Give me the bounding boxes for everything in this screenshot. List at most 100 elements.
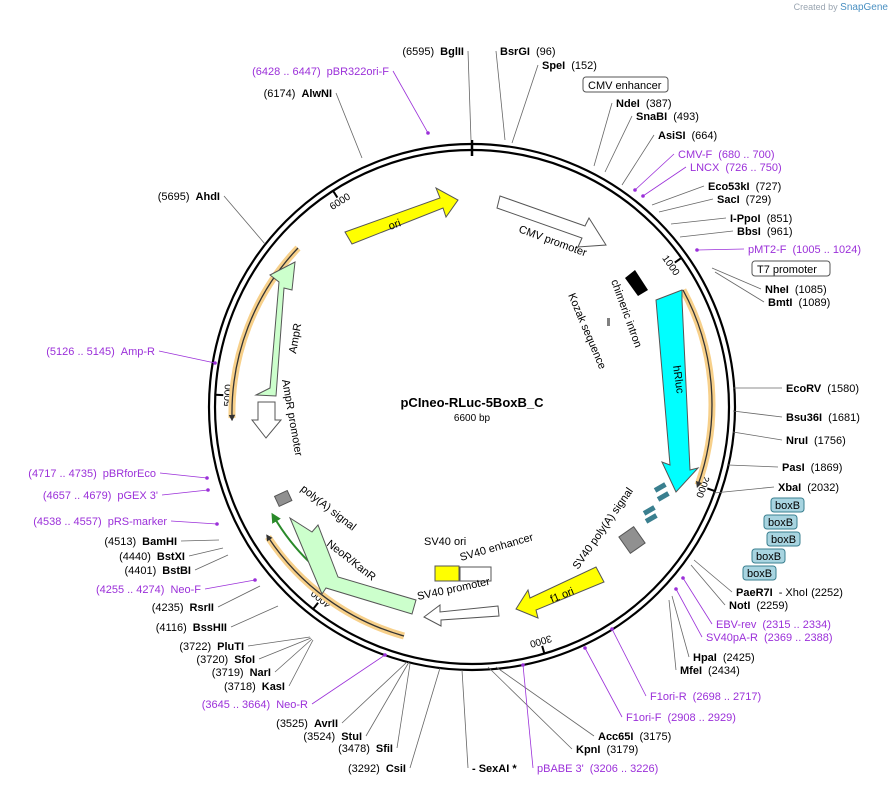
primer-binding-mark bbox=[205, 476, 209, 480]
feature-sv40-enhancer bbox=[459, 566, 492, 582]
boxb-label: boxB bbox=[771, 534, 796, 546]
left-site-label: (3718)KasI bbox=[224, 681, 285, 693]
leader-line bbox=[194, 554, 229, 571]
site-position: (2698 .. 2717) bbox=[693, 691, 762, 703]
right-site-label: HpaI(2425) bbox=[693, 652, 755, 664]
leader-line bbox=[668, 599, 677, 671]
feature-sv40-ori bbox=[434, 565, 460, 582]
site-position: (2315 .. 2334) bbox=[762, 619, 831, 631]
site-position: (3478) bbox=[338, 743, 370, 755]
leader-line bbox=[396, 663, 411, 749]
site-name: AhdI bbox=[196, 191, 220, 203]
site-name: SfoI bbox=[234, 654, 255, 666]
leader-line bbox=[593, 102, 613, 167]
site-position: (3206 .. 3226) bbox=[590, 763, 659, 775]
label-hrluc: hRluc bbox=[670, 365, 686, 395]
site-position: (1869) bbox=[811, 462, 843, 474]
site-name: SV40pA-R bbox=[706, 632, 758, 644]
site-position: (3718) bbox=[224, 681, 256, 693]
site-name: Acc65I bbox=[598, 731, 633, 743]
leader-line bbox=[611, 628, 647, 697]
leader-line bbox=[247, 636, 311, 647]
feature-ampr-promoter bbox=[250, 401, 283, 439]
label-ampr-promoter: AmpR promoter bbox=[279, 378, 304, 457]
site-name: StuI bbox=[341, 731, 362, 743]
site-name: AsiSI bbox=[658, 130, 686, 142]
left-site-label: (3722)PluTI bbox=[179, 641, 244, 653]
right-site-label: NotI(2259) bbox=[729, 600, 788, 612]
leader-line bbox=[495, 50, 506, 141]
site-name: SacI bbox=[717, 194, 740, 206]
site-position: (1681) bbox=[828, 412, 860, 424]
tick-mark bbox=[706, 487, 716, 493]
right-site-label: BbsI(961) bbox=[737, 226, 793, 238]
site-position: (6174) bbox=[264, 88, 296, 100]
primer-binding-mark bbox=[215, 522, 219, 526]
boxed-labels: CMV enhancer T7 promoter boxBboxBboxBbox… bbox=[582, 76, 831, 581]
snapgene-credit: Created by SnapGene bbox=[794, 2, 888, 13]
site-name: BglII bbox=[440, 46, 464, 58]
leader-line bbox=[161, 489, 209, 496]
site-name: Eco53kI bbox=[708, 181, 750, 193]
leader-line bbox=[727, 464, 779, 468]
site-position: (2908 .. 2929) bbox=[667, 712, 736, 724]
leader-line bbox=[409, 667, 441, 769]
site-name: pBR322ori-F bbox=[327, 66, 390, 78]
site-position: (1005 .. 1024) bbox=[793, 244, 862, 256]
site-position: (4538 .. 4557) bbox=[33, 516, 102, 528]
site-name: CMV-F bbox=[678, 149, 713, 161]
leader-line bbox=[230, 605, 279, 628]
site-position: (664) bbox=[692, 130, 718, 142]
site-position: (727) bbox=[756, 181, 782, 193]
leader-line bbox=[670, 217, 727, 225]
site-position: (4401) bbox=[124, 565, 156, 577]
site-position: (851) bbox=[767, 213, 793, 225]
right-site-label: PasI(1869) bbox=[782, 462, 842, 474]
site-name: AvrII bbox=[314, 718, 338, 730]
leader-line bbox=[696, 248, 745, 251]
site-name: pGEX 3' bbox=[117, 490, 158, 502]
site-name: F1ori-F bbox=[626, 712, 662, 724]
primer-binding-mark bbox=[641, 194, 645, 198]
leader-line bbox=[258, 637, 312, 660]
right-site-label: F1ori-R(2698 .. 2717) bbox=[650, 691, 761, 703]
primer-binding-mark bbox=[426, 131, 430, 135]
leader-line bbox=[467, 50, 472, 141]
label-leader-lines bbox=[158, 50, 783, 769]
site-position: (2434) bbox=[708, 665, 740, 677]
leader-line bbox=[690, 564, 726, 606]
boxb-label: boxB bbox=[747, 568, 772, 580]
boxb-label: boxB bbox=[768, 517, 793, 529]
feature-sv40-polya bbox=[618, 525, 646, 555]
leader-line bbox=[713, 486, 775, 494]
feature-arrows bbox=[250, 186, 700, 627]
right-site-label: MfeI(2434) bbox=[680, 665, 740, 677]
leader-line bbox=[711, 267, 762, 290]
feature-polya-signal bbox=[273, 489, 293, 508]
site-position: (4513) bbox=[104, 536, 136, 548]
site-position: (3722) bbox=[179, 641, 211, 653]
leader-line bbox=[274, 638, 313, 673]
site-name: NheI bbox=[765, 284, 789, 296]
site-name: LNCX bbox=[690, 162, 720, 174]
site-name: XbaI bbox=[778, 482, 801, 494]
site-labels: BsrGI(96)SpeI(152)NdeI(387)SnaBI(493)Asi… bbox=[28, 46, 861, 775]
feature-cmv-promoter bbox=[496, 195, 607, 248]
feature-labels: CMV promoter chimeric intron Kozak seque… bbox=[279, 217, 686, 605]
leader-line bbox=[335, 92, 363, 159]
leader-line bbox=[642, 166, 687, 197]
site-position: (1756) bbox=[814, 435, 846, 447]
left-site-label: (4513)BamHI bbox=[104, 536, 177, 548]
site-name: NruI bbox=[786, 435, 808, 447]
left-site-label: (3478)SfiI bbox=[338, 743, 393, 755]
site-position: - XhoI (2252) bbox=[779, 587, 843, 599]
feature-boxb-marks bbox=[642, 482, 670, 524]
left-site-label: (3524)StuI bbox=[303, 731, 362, 743]
site-position: (6428 .. 6447) bbox=[252, 66, 321, 78]
right-site-label: SacI(729) bbox=[717, 194, 771, 206]
site-name: SnaBI bbox=[636, 111, 667, 123]
left-site-label: (5695)AhdI bbox=[158, 191, 220, 203]
site-name: BssHII bbox=[193, 622, 227, 634]
site-position: (2259) bbox=[756, 600, 788, 612]
site-position: (2369 .. 2388) bbox=[764, 632, 833, 644]
